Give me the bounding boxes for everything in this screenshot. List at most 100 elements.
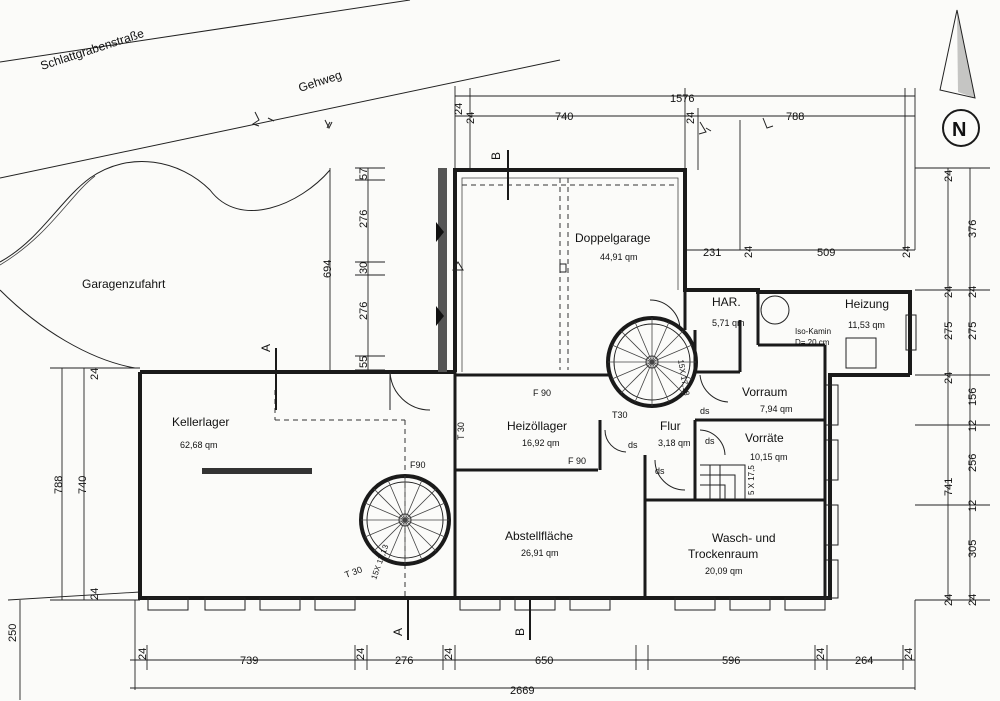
room-wasch-name2: Trockenraum	[688, 547, 758, 561]
dim-garage-231: 231	[703, 247, 721, 259]
room-heizoellager-area: 16,92 qm	[522, 438, 560, 448]
dim-top-740: 740	[555, 111, 573, 123]
dim-garage-57: 57	[358, 168, 370, 180]
section-b-bot: B	[513, 628, 527, 636]
dim-right-376: 376	[967, 220, 979, 238]
stair-main-steps: 15X 17,18	[676, 359, 691, 397]
room-heizung-name: Heizung	[845, 297, 889, 311]
room-doppelgarage-area: 44,91 qm	[600, 252, 638, 262]
f90-label-a: F 90	[533, 388, 551, 398]
garage-door-arrows	[436, 222, 567, 326]
north-label: N	[952, 119, 966, 141]
plant-symbols	[251, 111, 774, 135]
dim-bot-650: 650	[535, 655, 553, 667]
room-wasch-name: Wasch- und	[712, 531, 776, 545]
section-b-top: B	[489, 152, 503, 160]
sidewalk-label: Gehweg	[297, 68, 344, 95]
dim-left-24a: 24	[89, 368, 101, 380]
t30-label-b: T30	[612, 410, 628, 420]
ds-label-2: ds	[628, 440, 638, 450]
section-lines	[275, 150, 531, 640]
spiral-stair-main	[606, 316, 698, 408]
dim-top-24a: 24	[453, 103, 465, 115]
room-heizung-area: 11,53 qm	[848, 320, 885, 330]
dim-bot-276: 276	[395, 655, 413, 667]
dim-right-12a: 12	[967, 420, 979, 432]
room-abstellflaeche-area: 26,91 qm	[521, 548, 559, 558]
dim-right-305: 305	[967, 540, 979, 558]
room-vorraete-area: 10,15 qm	[750, 452, 788, 462]
dim-top-24b: 24	[465, 112, 477, 124]
dim-garage-30: 30	[358, 262, 370, 274]
dim-left-788: 788	[53, 476, 65, 494]
room-flur-area: 3,18 qm	[658, 438, 691, 448]
dim-right-24e: 24	[943, 594, 955, 606]
dim-bot-264: 264	[855, 655, 873, 667]
windows-right	[825, 314, 917, 599]
dim-right-275b: 275	[967, 322, 979, 340]
room-vorraete-name: Vorräte	[745, 431, 784, 445]
dim-top-1576: 1576	[670, 93, 694, 105]
dim-garage-24b: 24	[901, 246, 913, 258]
f90-label-b: F 90	[568, 456, 586, 466]
dim-bot-596: 596	[722, 655, 740, 667]
room-wasch-area: 20,09 qm	[705, 566, 743, 576]
dim-garage-55: 55	[358, 356, 370, 368]
dim-right-24c: 24	[967, 286, 979, 298]
stair-vorraete	[700, 464, 746, 500]
dim-right-256: 256	[967, 454, 979, 472]
iso-kamin-label: Iso-Kamin	[795, 327, 831, 336]
compass	[939, 9, 980, 147]
beam	[202, 468, 312, 474]
stair-vor-steps: 5 X 17,5	[747, 465, 756, 495]
dim-bot-24a: 24	[137, 648, 149, 660]
driveway-label: Garagenzufahrt	[82, 277, 166, 291]
dim-right-12b: 12	[967, 500, 979, 512]
ds-label-1: ds	[700, 406, 710, 416]
street-name: Schlattgrabenstraße	[39, 26, 146, 73]
room-abstellflaeche-name: Abstellfläche	[505, 529, 573, 543]
dim-bot-24c: 24	[443, 648, 455, 660]
dim-bot-739: 739	[240, 655, 258, 667]
dim-bot-24e: 24	[903, 648, 915, 660]
iso-kamin-diameter: D= 20 cm	[795, 338, 830, 347]
room-vorraum-area: 7,94 qm	[760, 404, 793, 414]
spiral-stair-left	[359, 474, 451, 566]
section-a-bot: A	[391, 628, 405, 636]
dim-garage-276a: 276	[358, 210, 370, 228]
dim-bot-2669: 2669	[510, 685, 534, 697]
dim-right-24f: 24	[967, 594, 979, 606]
heizung-equipment	[760, 295, 877, 369]
top-dimension-lines	[454, 86, 916, 251]
right-dimension-lines	[915, 167, 990, 601]
dim-bot-24b: 24	[355, 648, 367, 660]
street-lines	[0, 0, 561, 369]
garage-gate-wall	[438, 168, 447, 372]
t30-label-a: T 30	[456, 422, 466, 440]
room-flur-name: Flur	[660, 419, 681, 433]
dim-left-740: 740	[77, 476, 89, 494]
bottom-dimension-lines	[130, 600, 916, 690]
f90-label-c: F90	[410, 460, 426, 470]
dim-right-156: 156	[967, 388, 979, 406]
dim-right-24b: 24	[943, 286, 955, 298]
ds-label-4: ds	[655, 466, 665, 476]
left-dimension-lines	[7, 367, 141, 700]
dim-left-24b: 24	[89, 588, 101, 600]
dim-garage-694: 694	[322, 260, 334, 278]
ds-label-3: ds	[705, 436, 715, 446]
dim-garage-276b: 276	[358, 302, 370, 320]
room-doppelgarage-name: Doppelgarage	[575, 231, 651, 245]
dim-right-24d: 24	[943, 372, 955, 384]
room-kellerlager-area: 62,68 qm	[180, 440, 218, 450]
room-heizoellager-name: Heizöllager	[507, 419, 567, 433]
dim-garage-24a: 24	[743, 246, 755, 258]
building-walls	[138, 168, 912, 600]
dim-garage-509: 509	[817, 247, 835, 259]
room-kellerlager-name: Kellerlager	[172, 415, 229, 429]
dim-left-250: 250	[7, 624, 19, 642]
room-har-area: 5,71 qm	[712, 318, 745, 328]
dim-top-788: 788	[786, 111, 804, 123]
windows-bottom	[147, 597, 826, 611]
